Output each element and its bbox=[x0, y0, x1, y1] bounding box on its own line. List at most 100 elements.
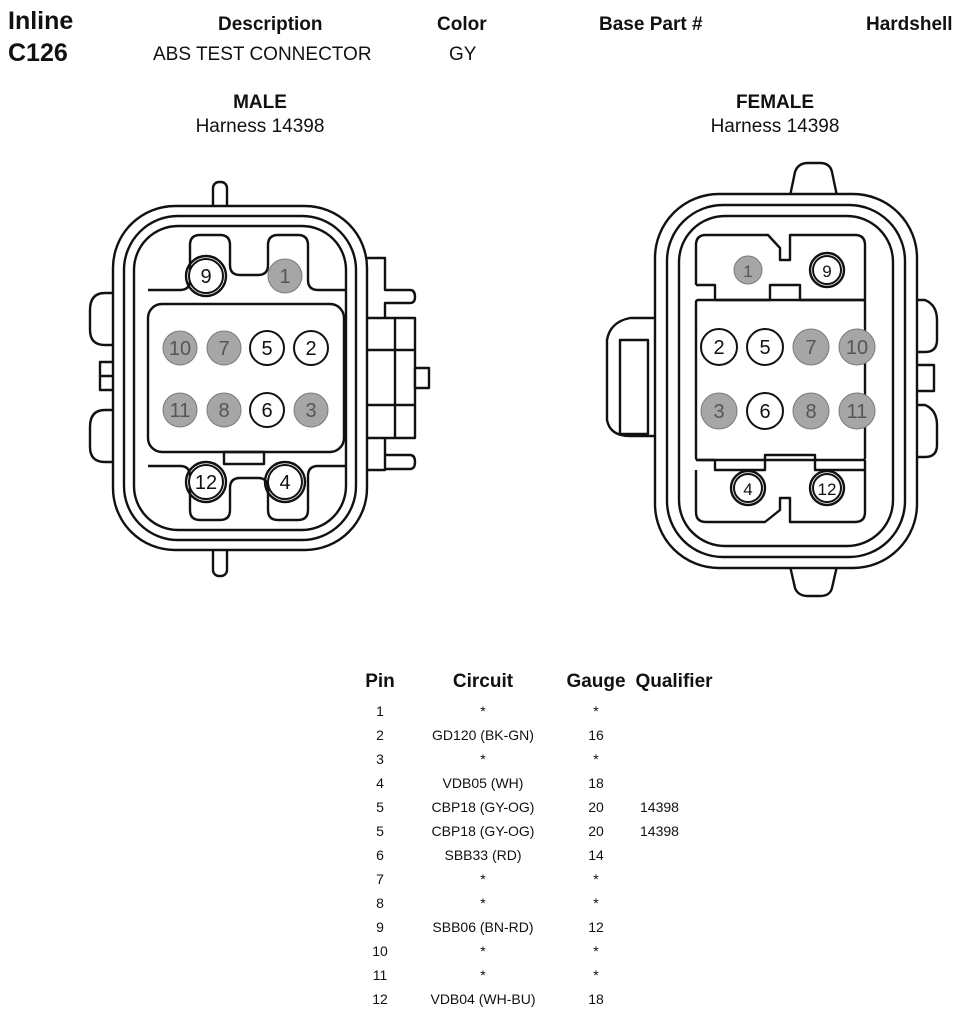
male-pin-1 bbox=[267, 258, 303, 294]
female-view-title: FEMALE bbox=[735, 92, 815, 113]
circuit-cell: SBB33 (RD) bbox=[444, 847, 522, 863]
pin-cell: 2 bbox=[376, 727, 384, 743]
qualifier-cell: 14398 bbox=[640, 823, 679, 839]
qualifier-cell bbox=[630, 915, 718, 939]
female-pin-10 bbox=[838, 328, 876, 366]
female-pin-4 bbox=[733, 473, 763, 503]
color-label: Color bbox=[437, 14, 487, 35]
pin-table-header: Pin Circuit Gauge Qualifier bbox=[356, 671, 718, 699]
circuit-cell: CBP18 (GY-OG) bbox=[431, 799, 535, 815]
female-pin-ring-4 bbox=[729, 469, 767, 507]
qualifier-cell bbox=[630, 771, 718, 795]
female-pin-label-8: 8 bbox=[805, 401, 816, 423]
male-pin-label-9: 9 bbox=[200, 266, 211, 288]
circuit-cell: * bbox=[480, 871, 486, 887]
pin-cell: 6 bbox=[376, 847, 384, 863]
qualifier-cell bbox=[630, 939, 718, 963]
male-pin-ring-12 bbox=[184, 460, 228, 504]
pin-cell: 12 bbox=[372, 991, 388, 1007]
male-pin-12 bbox=[188, 464, 224, 500]
female-pin-1 bbox=[733, 255, 763, 285]
pin-cell: 5 bbox=[376, 823, 384, 839]
female-pin-ring-9 bbox=[808, 251, 846, 289]
circuit-cell: * bbox=[480, 751, 486, 767]
gauge-cell: 18 bbox=[588, 775, 604, 791]
male-pin-label-5: 5 bbox=[261, 338, 272, 360]
female-pin-11 bbox=[838, 392, 876, 430]
qualifier-column-header: Qualifier bbox=[635, 671, 713, 692]
male-pin-label-2: 2 bbox=[305, 338, 316, 360]
male-pin-ring-9 bbox=[184, 254, 228, 298]
female-pin-label-2: 2 bbox=[713, 337, 724, 359]
qualifier-cell bbox=[630, 747, 718, 771]
male-pin-9 bbox=[188, 258, 224, 294]
pin-cell: 5 bbox=[376, 799, 384, 815]
gauge-cell: * bbox=[593, 703, 599, 719]
female-pin-8 bbox=[792, 392, 830, 430]
inline-label: Inline bbox=[8, 7, 74, 35]
circuit-cell: * bbox=[480, 703, 486, 719]
pin-cell: 3 bbox=[376, 751, 384, 767]
pin-column-header: Pin bbox=[365, 671, 395, 692]
circuit-cell: VDB05 (WH) bbox=[442, 775, 524, 791]
gauge-cell: 20 bbox=[588, 823, 604, 839]
gauge-cell: * bbox=[593, 871, 599, 887]
gauge-cell: * bbox=[593, 943, 599, 959]
circuit-cell: * bbox=[480, 895, 486, 911]
qualifier-cell bbox=[630, 699, 718, 723]
male-pin-label-4: 4 bbox=[279, 472, 290, 494]
gauge-column-header: Gauge bbox=[566, 671, 626, 692]
table-row: 10 * * bbox=[356, 939, 718, 963]
circuit-cell: SBB06 (BN-RD) bbox=[432, 919, 534, 935]
female-pin-label-4: 4 bbox=[743, 480, 752, 499]
male-pin-7 bbox=[206, 330, 242, 366]
hardshell-label: Hardshell bbox=[866, 14, 953, 35]
description-label: Description bbox=[218, 14, 323, 35]
male-pin-4 bbox=[267, 464, 303, 500]
circuit-column-header: Circuit bbox=[452, 671, 514, 692]
table-row: 8** bbox=[356, 891, 718, 915]
gauge-cell: * bbox=[593, 895, 599, 911]
female-pin-7 bbox=[792, 328, 830, 366]
male-pin-label-1: 1 bbox=[279, 266, 290, 288]
qualifier-cell bbox=[630, 891, 718, 915]
pin-cell: 10 bbox=[372, 943, 388, 959]
female-pin-label-6: 6 bbox=[759, 401, 770, 423]
male-pin-11 bbox=[162, 392, 198, 428]
circuit-cell: VDB04 (WH-BU) bbox=[430, 991, 536, 1007]
male-pin-label-11: 11 bbox=[170, 400, 191, 422]
male-pin-8 bbox=[206, 392, 242, 428]
female-pin-label-3: 3 bbox=[713, 401, 724, 423]
female-pin-label-1: 1 bbox=[743, 262, 752, 281]
male-pin-5 bbox=[249, 330, 285, 366]
gauge-cell: * bbox=[593, 967, 599, 983]
connector-id: C126 bbox=[8, 39, 68, 67]
male-pin-2 bbox=[293, 330, 329, 366]
female-pin-label-7: 7 bbox=[805, 337, 816, 359]
base-part-label: Base Part # bbox=[599, 14, 703, 35]
pin-cell: 9 bbox=[376, 919, 384, 935]
male-pin-3 bbox=[293, 392, 329, 428]
male-pin-6 bbox=[249, 392, 285, 428]
male-pin-label-12: 12 bbox=[195, 472, 217, 494]
female-pin-6 bbox=[746, 392, 784, 430]
male-harness-label: Harness 14398 bbox=[195, 116, 325, 137]
male-pin-ring-4 bbox=[263, 460, 307, 504]
pin-cell: 11 bbox=[372, 967, 388, 983]
qualifier-cell bbox=[630, 987, 718, 1011]
gauge-cell: * bbox=[593, 751, 599, 767]
table-row: 3 * * bbox=[356, 747, 718, 771]
gauge-cell: 16 bbox=[588, 727, 604, 743]
description-value: ABS TEST CONNECTOR bbox=[153, 44, 372, 65]
circuit-cell: * bbox=[480, 943, 486, 959]
table-row: 7** bbox=[356, 867, 718, 891]
qualifier-cell: 14398 bbox=[640, 799, 679, 815]
